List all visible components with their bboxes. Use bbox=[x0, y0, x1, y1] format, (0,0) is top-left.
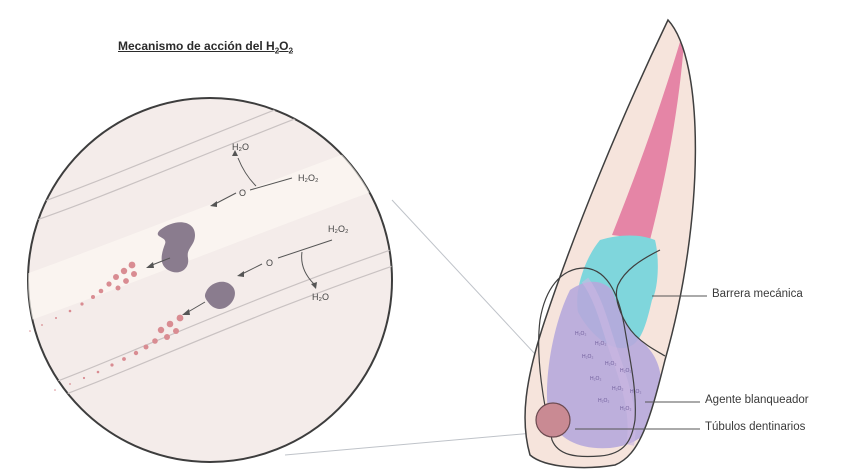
svg-text:H₂O₂: H₂O₂ bbox=[582, 354, 593, 360]
svg-text:H₂O₂: H₂O₂ bbox=[595, 341, 606, 347]
label-o-top: O bbox=[239, 188, 246, 198]
magnified-view: H₂O H₂O₂ O H₂O₂ O H₂O bbox=[20, 55, 425, 462]
label-dentinal-tubules: Túbulos dentinarios bbox=[705, 421, 805, 433]
label-h2o-top: H₂O bbox=[232, 142, 249, 152]
label-mechanical-barrier: Barrera mecánica bbox=[712, 288, 803, 300]
zoom-line-top bbox=[392, 200, 548, 368]
label-h2o-bottom: H₂O bbox=[312, 292, 329, 302]
svg-text:H₂O₂: H₂O₂ bbox=[620, 368, 631, 374]
svg-text:H₂O₂: H₂O₂ bbox=[620, 406, 631, 412]
svg-text:H₂O₂: H₂O₂ bbox=[612, 386, 623, 392]
label-h2o2-bottom: H₂O₂ bbox=[328, 224, 349, 234]
dentinal-tubules-zoom-marker bbox=[536, 403, 570, 437]
label-bleaching-agent: Agente blanqueador bbox=[705, 394, 809, 406]
svg-text:H₂O₂: H₂O₂ bbox=[630, 389, 641, 395]
svg-text:H₂O₂: H₂O₂ bbox=[605, 361, 616, 367]
svg-text:H₂O₂: H₂O₂ bbox=[575, 331, 586, 337]
zoom-line-bottom bbox=[285, 432, 545, 455]
svg-text:H₂O₂: H₂O₂ bbox=[590, 376, 601, 382]
label-h2o2-top: H₂O₂ bbox=[298, 173, 319, 183]
label-o-bottom: O bbox=[266, 258, 273, 268]
svg-text:H₂O₂: H₂O₂ bbox=[598, 398, 609, 404]
